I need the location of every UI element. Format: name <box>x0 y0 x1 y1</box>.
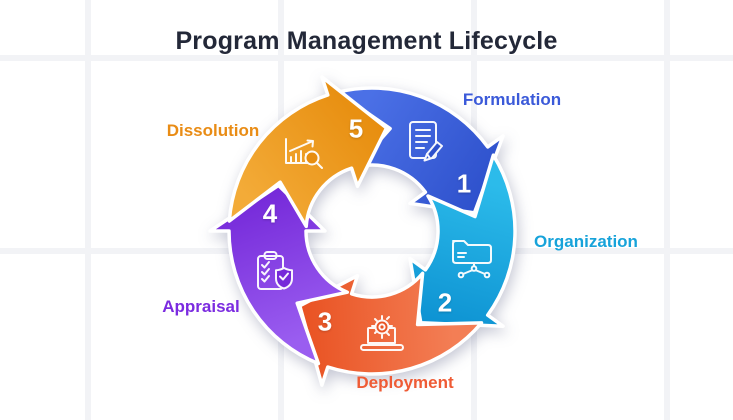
stage-number-3: 3 <box>317 306 333 337</box>
document-pencil-icon <box>409 121 443 162</box>
stage-label-formulation: Formulation <box>462 90 562 109</box>
stage-label-dissolution: Dissolution <box>166 121 260 140</box>
folder-network-icon <box>452 240 492 279</box>
grid-line <box>0 248 733 254</box>
page-title: Program Management Lifecycle <box>175 27 558 55</box>
cycle-arrow-formulation <box>335 86 505 215</box>
cycle-icons <box>257 121 492 351</box>
laptop-gear-icon <box>360 315 404 351</box>
stage-label-appraisal: Appraisal <box>162 297 240 316</box>
clipboard-shield-icon <box>257 251 293 290</box>
chart-magnifier-icon <box>285 138 323 169</box>
stage-label-deployment: Deployment <box>356 373 454 392</box>
stage-number-1: 1 <box>456 168 472 199</box>
stage-number-5: 5 <box>348 113 364 144</box>
stage-number-4: 4 <box>262 198 278 229</box>
grid-line <box>0 55 733 61</box>
stage-label-organization: Organization <box>534 232 638 251</box>
grid-line <box>664 0 670 420</box>
grid-line <box>85 0 91 420</box>
cycle-arrow-deployment <box>298 271 484 387</box>
cycle-arrow-dissolution <box>227 75 389 229</box>
stage-number-2: 2 <box>437 287 453 318</box>
